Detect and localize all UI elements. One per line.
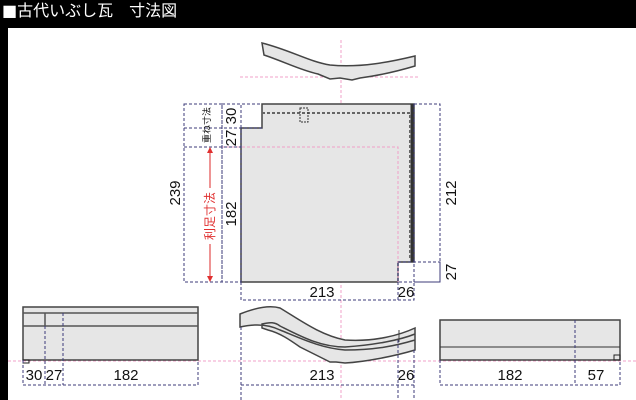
dim-line xyxy=(22,360,199,386)
front-view-tile xyxy=(239,306,416,364)
dim-line xyxy=(240,282,415,301)
dim-30: 30 xyxy=(223,108,240,125)
overlap-line xyxy=(262,112,411,260)
side-right-dim-182: 182 xyxy=(497,367,522,384)
dim-box-right xyxy=(413,103,441,283)
dim-239: 239 xyxy=(167,180,184,205)
top-profile-view xyxy=(261,41,416,81)
dim-27: 27 xyxy=(223,130,240,147)
side-right-dim-57: 57 xyxy=(588,367,605,384)
front-dim-26: 26 xyxy=(398,367,415,384)
page-title: ■古代いぶし瓦 寸法図 xyxy=(0,0,636,22)
side-view-left xyxy=(22,306,199,361)
front-dim-213: 213 xyxy=(309,367,334,384)
lug xyxy=(613,354,621,361)
arrow-head-up-icon xyxy=(207,147,213,153)
label-background xyxy=(203,188,217,244)
dim-box-left xyxy=(221,103,242,283)
side-left-dim-182: 182 xyxy=(113,367,138,384)
dim-line xyxy=(439,360,621,386)
dim-182: 182 xyxy=(223,201,240,226)
effective-area-line xyxy=(222,146,399,282)
stamp-mark xyxy=(299,107,309,123)
effective-label: 利足寸法 xyxy=(203,192,217,240)
dim-box-right-notch xyxy=(397,261,441,283)
dim-213: 213 xyxy=(309,284,334,301)
arrow-head-down-icon xyxy=(207,276,213,282)
side-left-dim-27: 27 xyxy=(46,367,63,384)
dim-26: 26 xyxy=(398,284,415,301)
dim-27-right: 27 xyxy=(443,264,460,281)
dim-212: 212 xyxy=(443,180,460,205)
side-view-right xyxy=(439,319,621,361)
plan-view-tile xyxy=(240,103,415,283)
side-left-dim-30: 30 xyxy=(26,367,43,384)
overlap-label: 重ね寸法 xyxy=(201,107,213,143)
